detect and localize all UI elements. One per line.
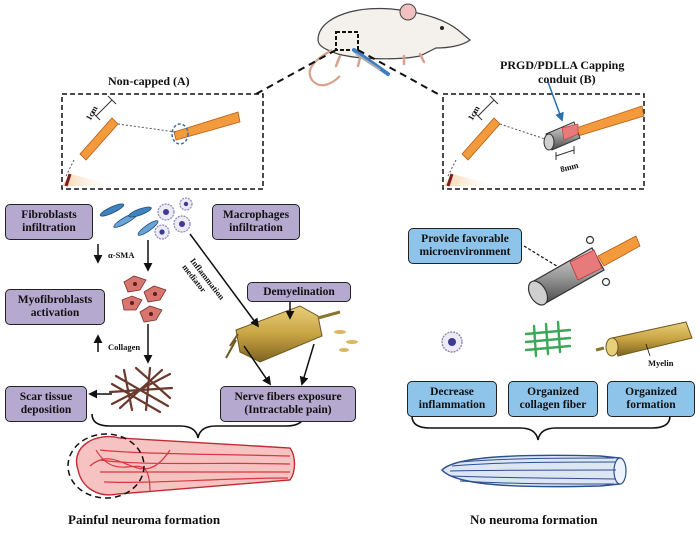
- painful-neuroma-icon: [67, 433, 296, 499]
- scar-collagen-fibers-icon: [108, 366, 174, 414]
- collagen-label: Collagen: [108, 342, 141, 352]
- organized-collagen-icon: [524, 320, 572, 358]
- rat-illustration: [308, 3, 471, 87]
- myofibroblast-cells-icon: [121, 275, 167, 323]
- right-brace: [411, 415, 671, 441]
- demyelination-box: Demyelination: [247, 282, 351, 302]
- panel-a-title: Non-capped (A): [108, 74, 190, 88]
- macrophage-cells-icon: [154, 197, 193, 240]
- myelinated-nerve-icon: [595, 321, 693, 357]
- left-cascade-arrows: [88, 233, 315, 399]
- left-brace: [91, 413, 305, 439]
- no-neuroma-label: No neuroma formation: [470, 512, 598, 527]
- fibroblast-cells-icon: [99, 203, 159, 236]
- panel-b-capped: [442, 81, 645, 190]
- reduced-macrophage-icon: [441, 331, 463, 353]
- panel-b-title-line2: conduit (B): [538, 72, 596, 86]
- painful-neuroma-label: Painful neuroma formation: [68, 512, 221, 527]
- capping-conduit-icon: [527, 235, 641, 306]
- normal-nerve-icon: [441, 454, 627, 488]
- myelin-label: Myelin: [648, 358, 674, 368]
- nerve-fibers-exposure-box: Nerve fibers exposure(Intractable pain): [220, 386, 356, 422]
- demyelinated-nerve-icon: [225, 305, 358, 363]
- alpha-sma-label: α-SMA: [108, 250, 135, 260]
- panel-a-non-capped: [61, 93, 264, 190]
- panel-b-title-line1: PRGD/PDLLA Capping: [500, 58, 625, 72]
